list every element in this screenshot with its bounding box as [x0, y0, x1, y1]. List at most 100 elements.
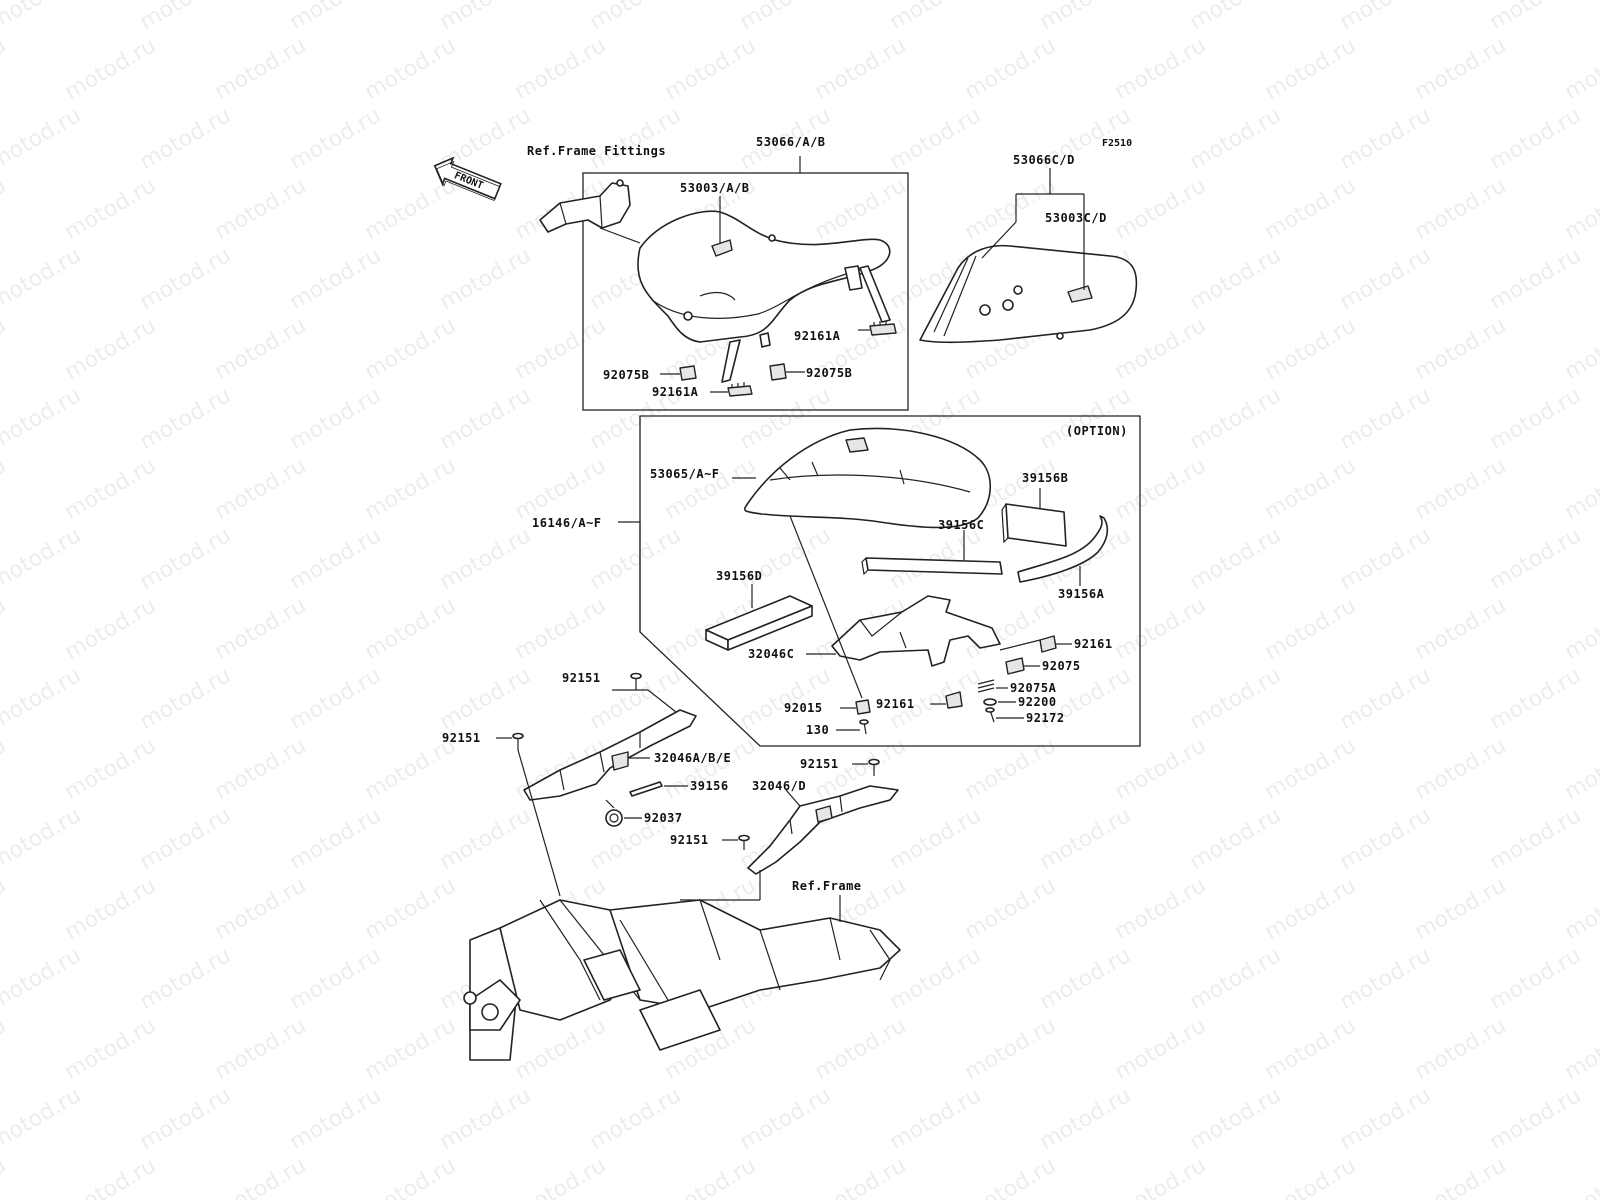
- watermark-text: motod.ru: [361, 173, 461, 245]
- watermark-text: motod.ru: [61, 453, 161, 525]
- clip-92161a-right: [869, 321, 897, 336]
- watermark-text: motod.ru: [1111, 313, 1211, 385]
- watermark-text: motod.ru: [811, 33, 911, 105]
- watermark-text: motod.ru: [961, 733, 1061, 805]
- watermark-text: motod.ru: [1486, 1083, 1586, 1155]
- watermark-text: motod.ru: [286, 663, 386, 735]
- watermark-text: motod.ru: [1486, 103, 1586, 175]
- watermark-text: motod.ru: [0, 103, 85, 175]
- watermark-text: motod.ru: [136, 0, 236, 35]
- watermark-text: motod.ru: [1411, 313, 1511, 385]
- watermark-text: motod.ru: [1336, 103, 1436, 175]
- watermark-text: motod.ru: [1111, 873, 1211, 945]
- watermark-text: motod.ru: [1261, 33, 1361, 105]
- watermark-text: motod.ru: [0, 0, 85, 35]
- watermark-text: motod.ru: [0, 313, 10, 385]
- watermark-text: motod.ru: [1486, 523, 1586, 595]
- bolt-92151-right: [868, 758, 880, 776]
- watermark-text: motod.ru: [1036, 943, 1136, 1015]
- callout-92075b-1: 92075B: [603, 368, 649, 382]
- clip-92161-lower: [945, 691, 963, 709]
- watermark-text: motod.ru: [1561, 1153, 1600, 1200]
- watermark-text: motod.ru: [1036, 1083, 1136, 1155]
- callout-92151-3: 92151: [800, 757, 839, 771]
- watermark-text: motod.ru: [1261, 313, 1361, 385]
- clamp-92037: [605, 809, 623, 827]
- watermark-text: motod.ru: [61, 173, 161, 245]
- watermark-text: motod.ru: [211, 313, 311, 385]
- damper-92075: [1005, 657, 1025, 675]
- callout-92200: 92200: [1018, 695, 1057, 709]
- watermark-text: motod.ru: [1561, 313, 1600, 385]
- watermark-text: motod.ru: [586, 0, 686, 35]
- watermark-text: motod.ru: [211, 453, 311, 525]
- single-seat-cover: [744, 427, 991, 529]
- watermark-text: motod.ru: [361, 1153, 461, 1200]
- watermark-text: motod.ru: [61, 1013, 161, 1085]
- callout-92075b-2: 92075B: [806, 366, 852, 380]
- washer-92200: [983, 698, 997, 706]
- watermark-text: motod.ru: [0, 1083, 85, 1155]
- watermark-text: motod.ru: [436, 0, 536, 35]
- watermark-text: motod.ru: [586, 103, 686, 175]
- callout-39156: 39156: [690, 779, 729, 793]
- watermark-text: motod.ru: [0, 1153, 10, 1200]
- watermark-text: motod.ru: [1261, 733, 1361, 805]
- clip-92161-right: [1039, 635, 1057, 653]
- watermark-text: motod.ru: [1036, 383, 1136, 455]
- callout-92037: 92037: [644, 811, 683, 825]
- watermark-text: motod.ru: [811, 173, 911, 245]
- watermark-text: motod.ru: [1111, 593, 1211, 665]
- watermark-text: motod.ru: [0, 593, 10, 665]
- leader-line: [981, 221, 1017, 259]
- watermark-text: motod.ru: [0, 943, 85, 1015]
- watermark-text: motod.ru: [886, 1083, 986, 1155]
- watermark-text: motod.ru: [511, 1153, 611, 1200]
- watermark-text: motod.ru: [136, 663, 236, 735]
- watermark-text: motod.ru: [886, 803, 986, 875]
- watermark-text: motod.ru: [511, 313, 611, 385]
- watermark-text: motod.ru: [436, 523, 536, 595]
- watermark-text: motod.ru: [586, 523, 686, 595]
- passenger-seat: [919, 244, 1138, 344]
- callout-53066ab: 53066/A/B: [756, 135, 826, 149]
- watermark-text: motod.ru: [1486, 243, 1586, 315]
- watermark-text: motod.ru: [1186, 803, 1286, 875]
- watermark-text: motod.ru: [436, 663, 536, 735]
- watermark-text: motod.ru: [1186, 523, 1286, 595]
- watermark-text: motod.ru: [961, 173, 1061, 245]
- watermark-text: motod.ru: [1411, 33, 1511, 105]
- watermark-text: motod.ru: [1261, 873, 1361, 945]
- watermark-text: motod.ru: [136, 1083, 236, 1155]
- grommet-92075b-right: [769, 363, 787, 381]
- watermark-text: motod.ru: [736, 0, 836, 35]
- watermark-text: motod.ru: [1561, 873, 1600, 945]
- rider-seat-group-box: [582, 172, 909, 411]
- leader-line: [599, 227, 641, 244]
- callout-92151-2: 92151: [442, 731, 481, 745]
- foam-pad-39156b: [1001, 503, 1067, 547]
- watermark-text: motod.ru: [511, 593, 611, 665]
- callout-53003cd: 53003C/D: [1045, 211, 1107, 225]
- leader-line: [999, 639, 1041, 651]
- watermark-text: motod.ru: [1486, 0, 1586, 35]
- watermark-text: motod.ru: [286, 523, 386, 595]
- leader-line: [605, 799, 615, 809]
- watermark-text: motod.ru: [1186, 383, 1286, 455]
- watermark-text: motod.ru: [1561, 1013, 1600, 1085]
- watermark-text: motod.ru: [61, 1153, 161, 1200]
- watermark-text: motod.ru: [436, 383, 536, 455]
- spring-92075a: [977, 679, 995, 693]
- watermark-text: motod.ru: [1336, 243, 1436, 315]
- watermark-text: motod.ru: [511, 453, 611, 525]
- callout-92015: 92015: [784, 701, 823, 715]
- watermark-text: motod.ru: [286, 103, 386, 175]
- watermark-text: motod.ru: [1111, 733, 1211, 805]
- watermark-text: motod.ru: [1336, 663, 1436, 735]
- watermark-text: motod.ru: [436, 803, 536, 875]
- watermark-text: motod.ru: [61, 873, 161, 945]
- watermark-text: motod.ru: [1561, 453, 1600, 525]
- watermark-text: motod.ru: [1486, 663, 1586, 735]
- watermark-text: motod.ru: [1036, 803, 1136, 875]
